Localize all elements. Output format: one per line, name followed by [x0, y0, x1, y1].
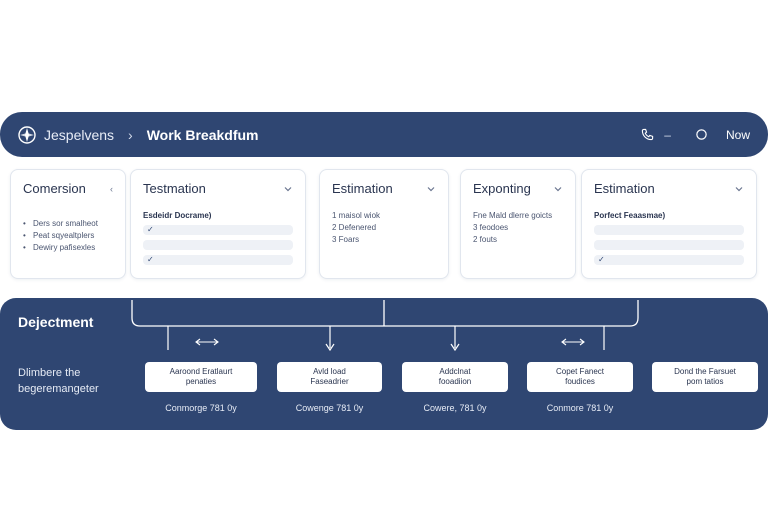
list-item: 2 fouts	[473, 235, 498, 244]
node-sublabel: penaties	[185, 377, 217, 386]
panel-description: Dlimbere the begeremangeter	[18, 367, 99, 395]
chevron-down-icon[interactable]	[553, 184, 563, 194]
node-label: Avld load	[313, 367, 346, 376]
input-field[interactable]: ✓	[143, 255, 293, 265]
input-field[interactable]	[594, 225, 744, 235]
card-estimation[interactable]: Estimation 1 maisol wiok 2 Defenered 3 F…	[319, 169, 449, 279]
node-sublabel: fooadiion	[438, 377, 472, 386]
card-title: Exponting	[473, 181, 531, 196]
chevron-down-icon[interactable]	[734, 184, 744, 194]
list-item: 3 feodoes	[473, 223, 509, 232]
list-item: Fne Mald dlerre goicts	[473, 211, 553, 220]
card-title: Estimation	[594, 181, 655, 196]
panel-title: Dejectment	[18, 314, 94, 330]
flow-connector-lines	[131, 300, 639, 352]
breadcrumb-separator: ›	[128, 126, 133, 143]
check-icon: ✓	[147, 255, 154, 264]
card-testmation[interactable]: Testmation Esdeidr Docrame) ✓ ✓	[130, 169, 306, 279]
node-label: Copet Fanect	[555, 367, 605, 376]
card-comersion[interactable]: Comersion ‹ Ders sor smalheot Peat sqyea…	[10, 169, 126, 279]
node-sublabel: pom tatios	[686, 377, 724, 386]
node-caption: Conmorge 781 0y	[165, 403, 237, 413]
card-title: Comersion	[23, 181, 86, 196]
list-item: 2 Defenered	[332, 223, 377, 232]
node-label: Dond the Farsuet	[674, 367, 736, 376]
deployment-panel: Dejectment Dlimbere the begeremangeter A…	[0, 298, 768, 430]
card-title: Estimation	[332, 181, 393, 196]
top-header: Jespelvens › Work Breakdfum – Now	[0, 112, 768, 157]
node-label: Aaroond Eratlaurt	[169, 367, 233, 376]
header-actions: – Now	[641, 128, 750, 142]
card-list: Fne Mald dlerre goicts 3 feodoes 2 fouts	[473, 210, 563, 246]
card-estimation-2[interactable]: Estimation Porfect Feaasmae) ✓	[581, 169, 757, 279]
field-label: Esdeidr Docrame)	[143, 211, 212, 220]
node-sublabel: Faseadrier	[310, 377, 349, 386]
now-button[interactable]: Now	[725, 127, 750, 142]
input-field[interactable]: ✓	[594, 255, 744, 265]
list-item: 3 Foars	[332, 235, 360, 244]
input-field[interactable]	[143, 240, 293, 250]
node-label: Addclnat	[439, 367, 471, 376]
card-list: Ders sor smalheot Peat sqyealtplers Dewi…	[23, 218, 113, 254]
node-caption: Conmore 781 0y	[546, 403, 614, 413]
input-field[interactable]	[594, 240, 744, 250]
card-list: 1 maisol wiok 2 Defenered 3 Foars	[332, 210, 436, 246]
check-icon: ✓	[147, 225, 154, 234]
field-label: Porfect Feaasmae)	[594, 211, 666, 220]
chevron-down-icon[interactable]	[283, 184, 293, 194]
brand-name[interactable]: Jespelvens	[44, 126, 115, 143]
list-item: 1 maisol wiok	[332, 211, 381, 220]
compass-logo-icon	[18, 125, 36, 144]
header-dash: –	[664, 127, 671, 142]
phone-icon[interactable]	[641, 128, 654, 141]
card-title: Testmation	[143, 181, 206, 196]
page-title: Work Breakdfum	[146, 126, 259, 143]
list-item: Dewiry pafisexles	[23, 242, 113, 254]
circle-icon[interactable]	[695, 128, 708, 141]
list-item: Ders sor smalheot	[23, 218, 113, 230]
input-field[interactable]: ✓	[143, 225, 293, 235]
node-caption: Cowenge 781 0y	[295, 403, 364, 413]
chevron-down-icon[interactable]	[426, 184, 436, 194]
chevron-right-icon[interactable]: ‹	[110, 183, 113, 194]
stage-cards: Comersion ‹ Ders sor smalheot Peat sqyea…	[0, 169, 768, 279]
node-caption: Cowere, 781 0y	[423, 403, 487, 413]
list-item: Peat sqyealtplers	[23, 230, 113, 242]
check-icon: ✓	[598, 255, 605, 264]
node-sublabel: foudices	[565, 377, 595, 386]
card-exponting[interactable]: Exponting Fne Mald dlerre goicts 3 feodo…	[460, 169, 576, 279]
